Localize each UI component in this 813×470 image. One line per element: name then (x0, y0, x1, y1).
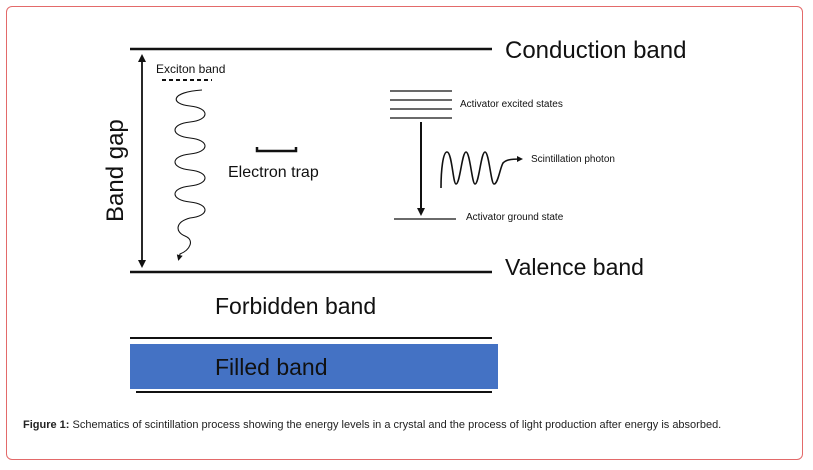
caption-label: Figure 1: (23, 419, 70, 431)
caption-text: Schematics of scintillation process show… (69, 419, 722, 431)
activator-ground-state-label: Activator ground state (466, 212, 564, 223)
scintillation-diagram: Conduction band Valence band Forbidden b… (102, 37, 686, 393)
filled-band-label: Filled band (215, 354, 328, 380)
forbidden-band-label: Forbidden band (215, 293, 376, 319)
valence-band-label: Valence band (505, 254, 644, 280)
filled-band-rect (130, 344, 498, 389)
electron-trap-label: Electron trap (228, 164, 319, 181)
activator-excited-states-label: Activator excited states (460, 99, 563, 110)
scintillation-photon-wave (440, 151, 523, 189)
scintillation-photon-label: Scintillation photon (531, 154, 615, 165)
exciton-decay-squiggle (174, 89, 206, 261)
conduction-band-label: Conduction band (505, 37, 686, 64)
band-gap-label: Band gap (102, 119, 129, 222)
figure-caption: Figure 1: Schematics of scintillation pr… (23, 419, 783, 432)
electron-trap-mark (255, 147, 298, 153)
exciton-band-label: Exciton band (156, 62, 225, 76)
